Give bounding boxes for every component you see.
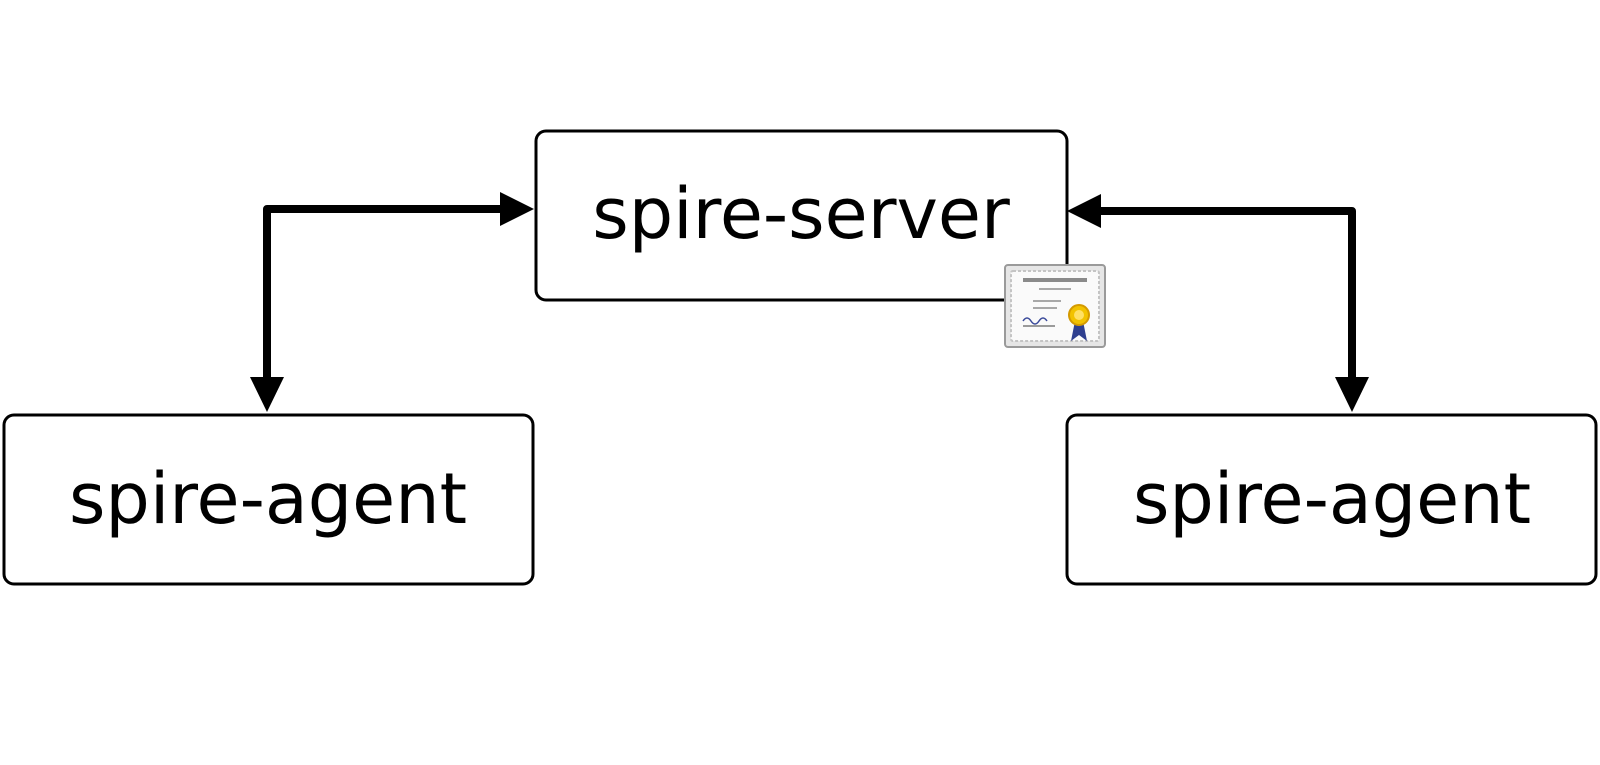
connector-line-left [263, 205, 500, 380]
node-spire-agent-right: spire-agent [1065, 413, 1598, 586]
node-label-agent-left: spire-agent [69, 458, 467, 540]
arrowhead-left-to-server [500, 192, 534, 226]
node-spire-server: spire-server [534, 129, 1069, 302]
node-box-agent-left [2, 413, 535, 586]
certificate-icon [1004, 264, 1106, 348]
connector-server-agent-left [250, 192, 534, 412]
node-box-server [534, 129, 1069, 302]
connector-server-agent-right [1067, 194, 1369, 412]
arrowhead-left-to-agent [250, 377, 284, 412]
node-label-server: spire-server [592, 173, 1010, 255]
arrowhead-right-to-agent [1335, 377, 1369, 412]
node-label-agent-right: spire-agent [1133, 458, 1531, 540]
node-box-agent-right [1065, 413, 1598, 586]
connector-line-right [1100, 207, 1356, 380]
arrowhead-right-to-server [1067, 194, 1101, 228]
node-spire-agent-left: spire-agent [2, 413, 535, 586]
